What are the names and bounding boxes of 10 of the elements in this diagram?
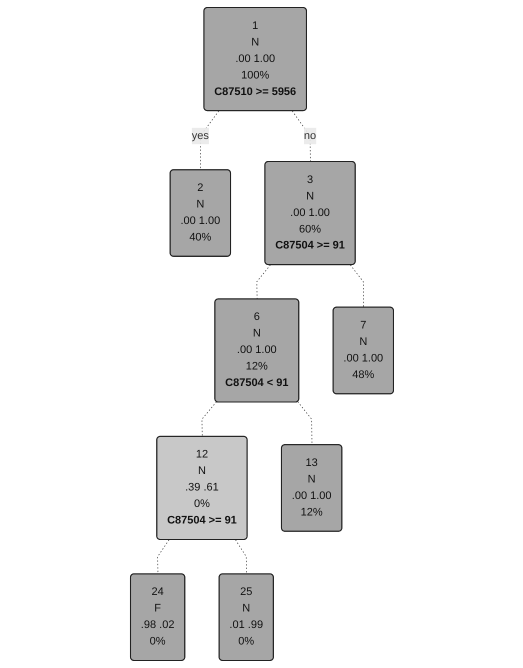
connector (200, 110, 219, 170)
connector (256, 264, 270, 300)
connector (296, 401, 312, 446)
edge-label: no (303, 130, 316, 142)
connector (156, 540, 169, 575)
decision-tree: yes no 1 N .00 1.00 100% C87510 >= 5956 2 N .00 1.00 40% 3 N .00 1.00 60% C87504 >= 91 6 N .00 1.00 12% C87504 < 91 12 N .39 .61 0% C87504 >= 91 24 F .98 .02 0% 25 N .01 .99 0% 13 N .00 1.00 12% 7 N .00 1.00 48% (124, 2, 398, 666)
connector (234, 540, 246, 575)
edge-label: yes (191, 130, 208, 142)
connector (349, 264, 364, 308)
connector (201, 401, 216, 438)
